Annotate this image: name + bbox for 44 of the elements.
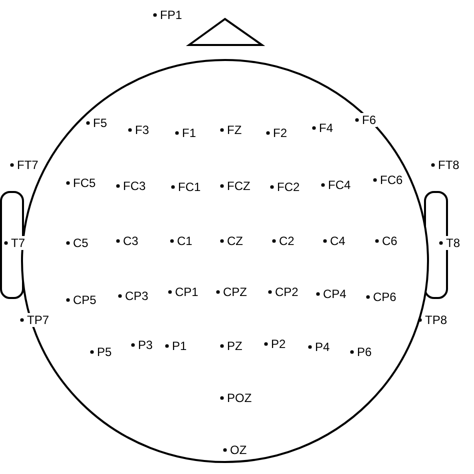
- electrode-label: P6: [356, 345, 373, 359]
- electrode-label: FT7: [16, 158, 40, 172]
- electrode-label: C4: [329, 234, 346, 248]
- electrode-label: FCZ: [226, 179, 252, 193]
- electrode-label: FC6: [379, 173, 404, 187]
- electrode-label: POZ: [226, 391, 253, 405]
- electrode-label: FC2: [276, 180, 301, 194]
- electrode-label: F2: [272, 126, 288, 140]
- electrode-label: FC5: [72, 176, 97, 190]
- electrode-label: FC4: [327, 178, 352, 192]
- electrode-label: C6: [381, 234, 398, 248]
- electrode-label: P4: [314, 340, 331, 354]
- electrode-label: CP5: [72, 293, 98, 307]
- electrode-label: FC3: [122, 179, 147, 193]
- electrode-label: F4: [318, 121, 334, 135]
- electrode-label: PZ: [226, 339, 244, 353]
- electrode-label: C5: [72, 236, 90, 250]
- electrode-label: C1: [176, 234, 194, 248]
- electrode-label: FP1: [159, 8, 184, 22]
- electrode-label: P3: [137, 338, 154, 352]
- electrode-label: F6: [361, 113, 378, 127]
- electrode-label: CP6: [372, 290, 398, 304]
- electrode-label: CPZ: [222, 285, 248, 299]
- electrode-label: T8: [445, 236, 462, 250]
- electrode-label: F5: [92, 116, 108, 130]
- electrode-label: FT8: [437, 158, 460, 172]
- electrode-label: CP3: [124, 289, 150, 303]
- electrode-label: TP8: [424, 313, 448, 327]
- electrode-label: P1: [171, 339, 188, 353]
- electrode-label: P5: [96, 345, 113, 359]
- electrode-label: P2: [270, 337, 287, 351]
- electrode-label: C3: [122, 234, 140, 248]
- electrode-label: C2: [278, 234, 296, 248]
- electrode-label: TP7: [26, 313, 50, 327]
- electrode-label: F3: [134, 123, 150, 137]
- electrode-label: FC1: [177, 180, 202, 194]
- electrode-label: CP1: [174, 285, 200, 299]
- electrode-label: CP4: [322, 287, 348, 301]
- electrode-label: CZ: [226, 234, 244, 248]
- electrode-label: FZ: [226, 123, 243, 137]
- electrode-label: F1: [181, 126, 198, 140]
- electrode-label: CP2: [274, 285, 300, 299]
- electrode-label: OZ: [229, 443, 248, 457]
- electrode-label: T7: [10, 236, 26, 250]
